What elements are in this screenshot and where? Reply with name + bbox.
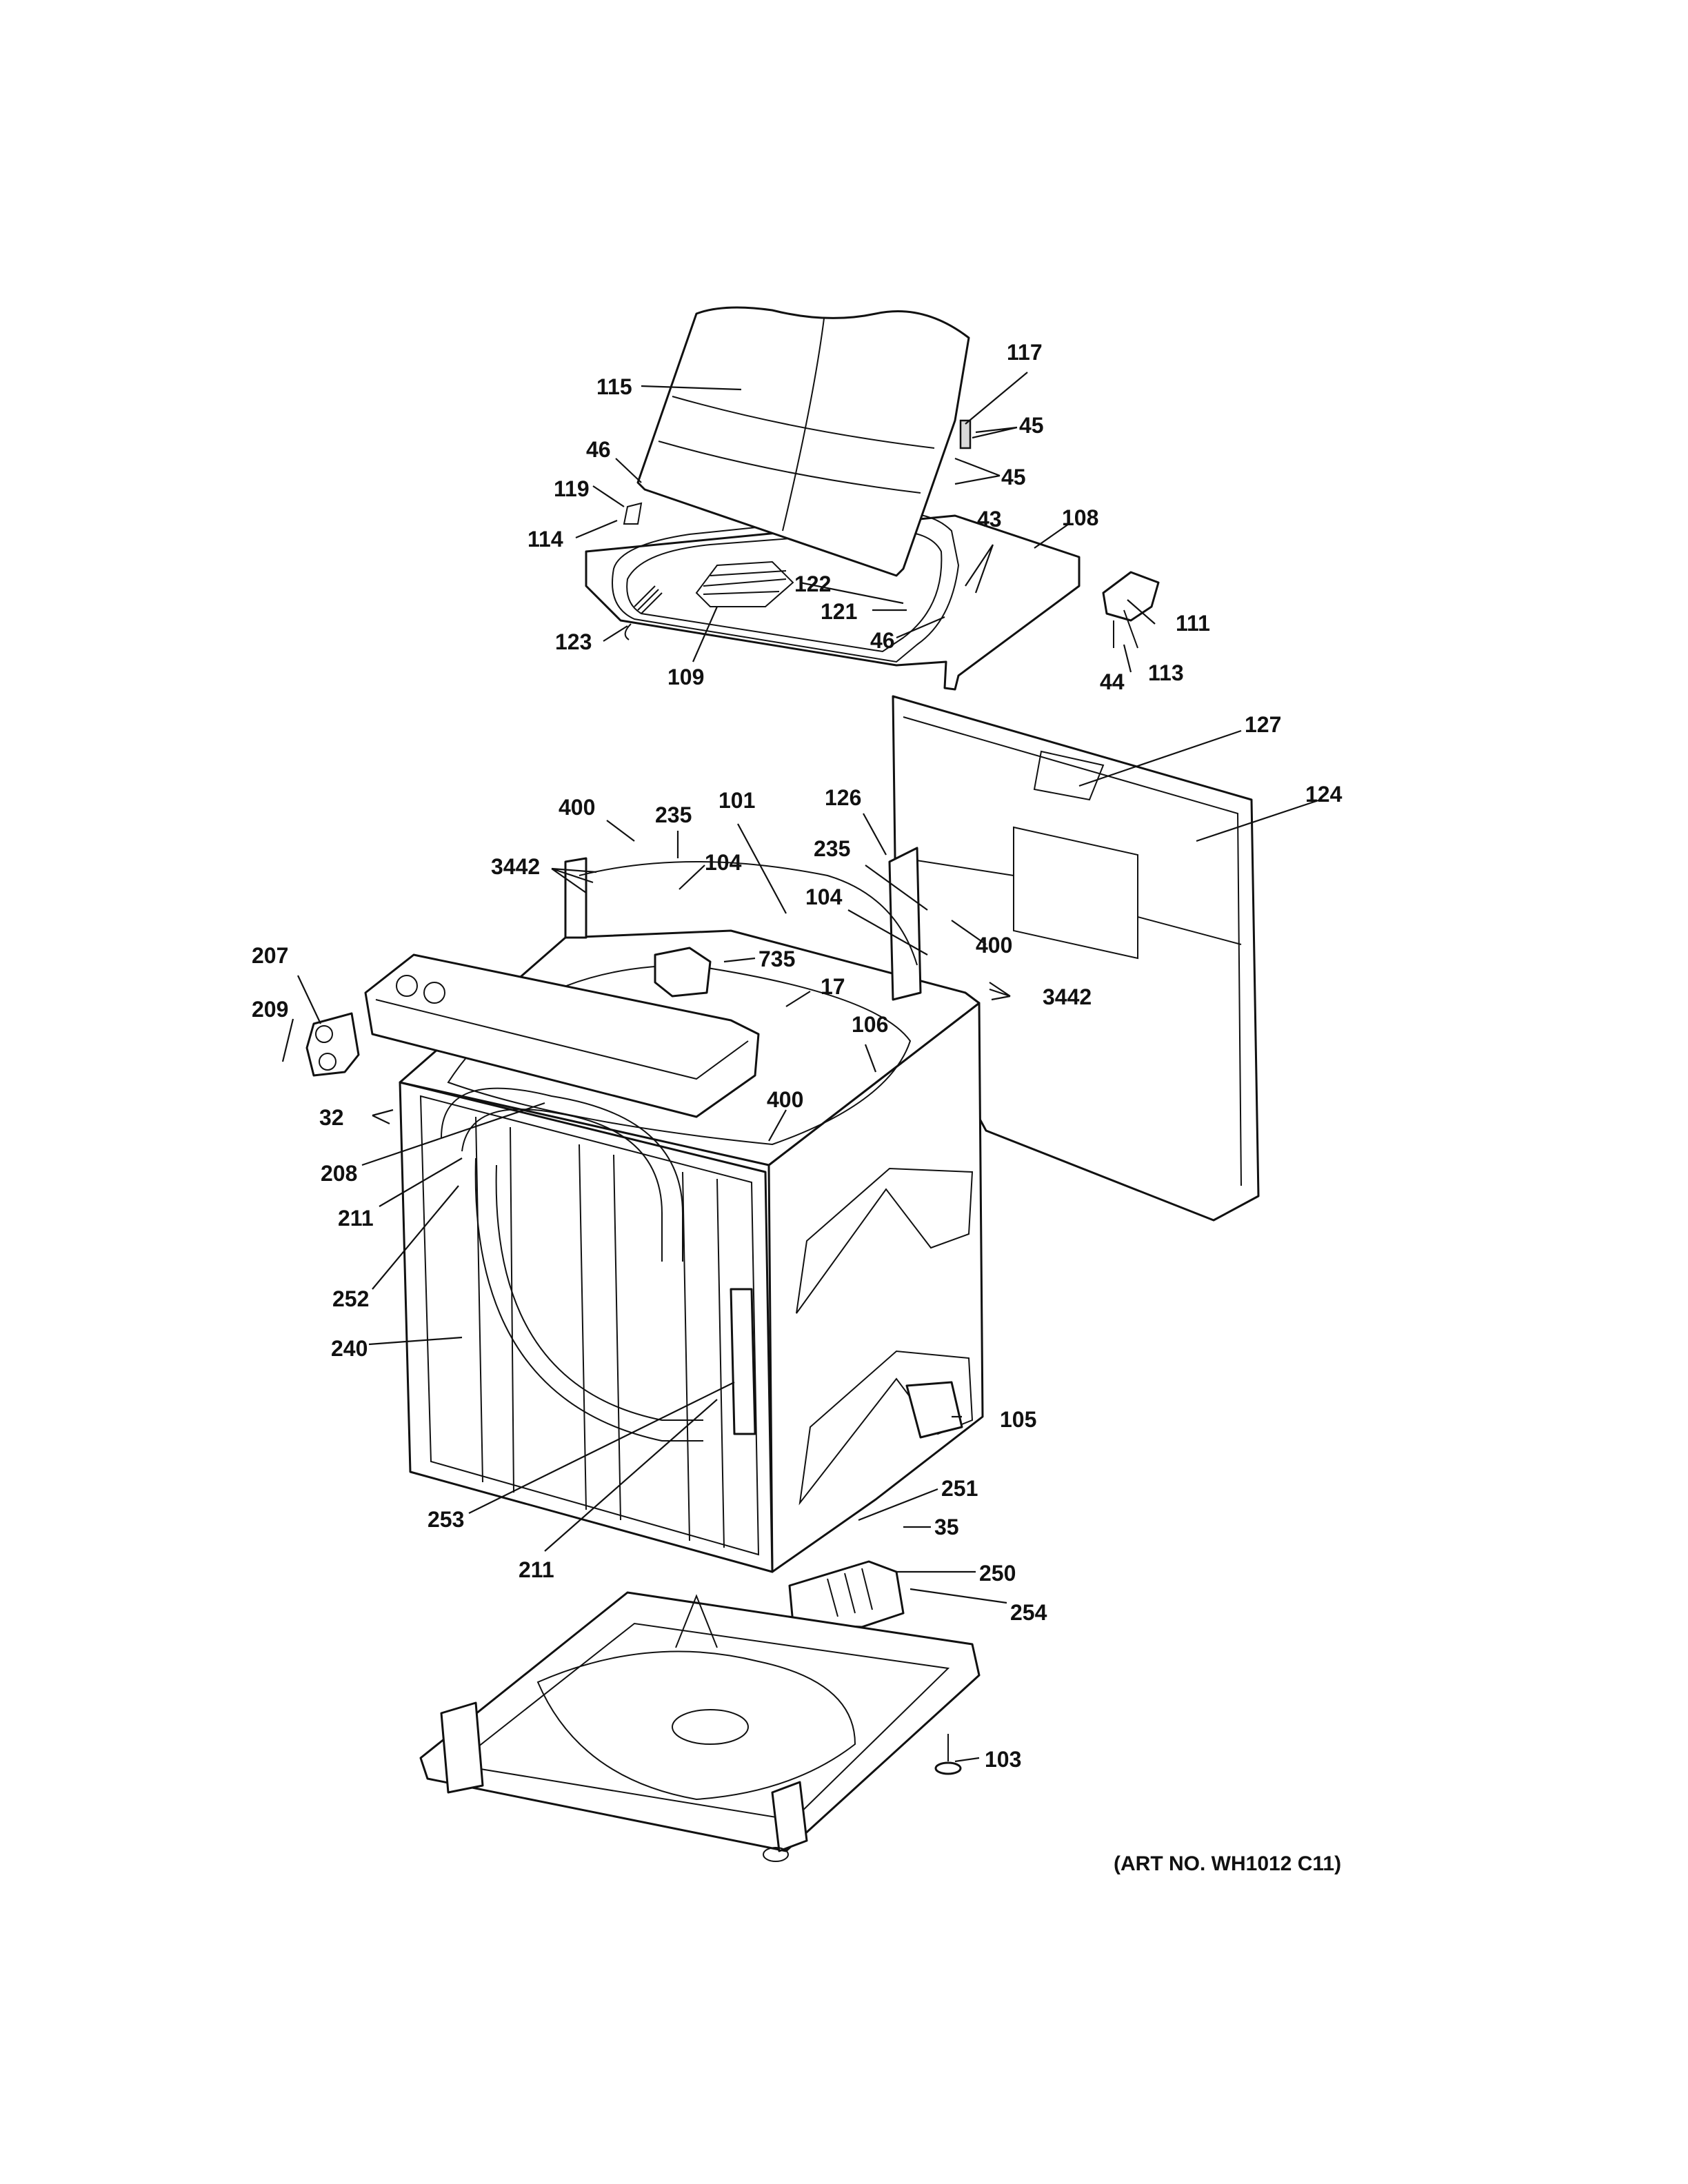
callout-211: 211 [338,1206,374,1231]
callout-3442: 3442 [491,854,540,879]
callout-103: 103 [985,1747,1021,1772]
callout-119: 119 [554,476,590,501]
callout-45: 45 [1019,413,1044,438]
callout-208: 208 [321,1161,357,1186]
callout-17: 17 [821,974,845,999]
callout-32: 32 [319,1105,344,1130]
callout-114: 114 [528,527,563,552]
callout-211: 211 [519,1557,554,1582]
callout-46: 46 [586,437,611,462]
water-valve [305,1012,360,1077]
callout-44: 44 [1100,669,1125,694]
callout-111: 111 [1176,611,1210,636]
callout-400: 400 [976,933,1012,958]
callout-235: 235 [814,836,850,861]
callout-126: 126 [825,785,861,810]
lid-lock [1102,571,1160,622]
drain-pump [788,1560,905,1628]
callout-labels: 115 117 45 45 46 119 114 43 108 122 121 … [252,340,1343,1875]
callout-124: 124 [1305,782,1343,807]
callout-108: 108 [1062,505,1098,530]
art-number: (ART NO. WH1012 C11) [1114,1852,1341,1875]
hinge-117 [959,419,972,449]
panel-124 [892,695,1260,1222]
callout-101: 101 [719,788,755,813]
callout-400: 400 [559,795,595,820]
callout-400: 400 [767,1087,803,1112]
callout-46: 46 [870,628,895,653]
backsplash [364,953,760,1118]
callout-127: 127 [1245,712,1281,737]
callout-117: 117 [1007,340,1043,365]
callout-253: 253 [428,1507,464,1532]
callout-251: 251 [941,1476,978,1501]
callout-106: 106 [852,1012,888,1037]
lid-panel [636,306,970,577]
callout-104: 104 [805,884,843,909]
callout-240: 240 [331,1336,368,1361]
cabinet [305,847,984,1628]
callout-123: 123 [555,629,592,654]
callout-235: 235 [655,802,692,827]
callout-735: 735 [758,947,795,971]
callout-122: 122 [794,572,831,596]
callout-45: 45 [1001,465,1026,489]
leader-lines [281,372,1321,1763]
callout-121: 121 [821,599,857,624]
callout-250: 250 [979,1561,1016,1586]
callout-209: 209 [252,997,288,1022]
main-top-frame [585,514,1081,691]
callout-3442: 3442 [1043,984,1092,1009]
base [419,1591,981,1862]
callout-105: 105 [1000,1407,1036,1432]
callout-207: 207 [252,943,288,968]
callout-254: 254 [1010,1600,1047,1625]
callout-115: 115 [596,374,632,399]
callout-252: 252 [332,1286,369,1311]
lid-assembly [585,306,1160,691]
callout-104: 104 [705,850,742,875]
callout-43: 43 [977,507,1002,532]
callout-35: 35 [934,1515,959,1539]
callout-113: 113 [1148,660,1184,685]
callout-109: 109 [667,665,704,689]
